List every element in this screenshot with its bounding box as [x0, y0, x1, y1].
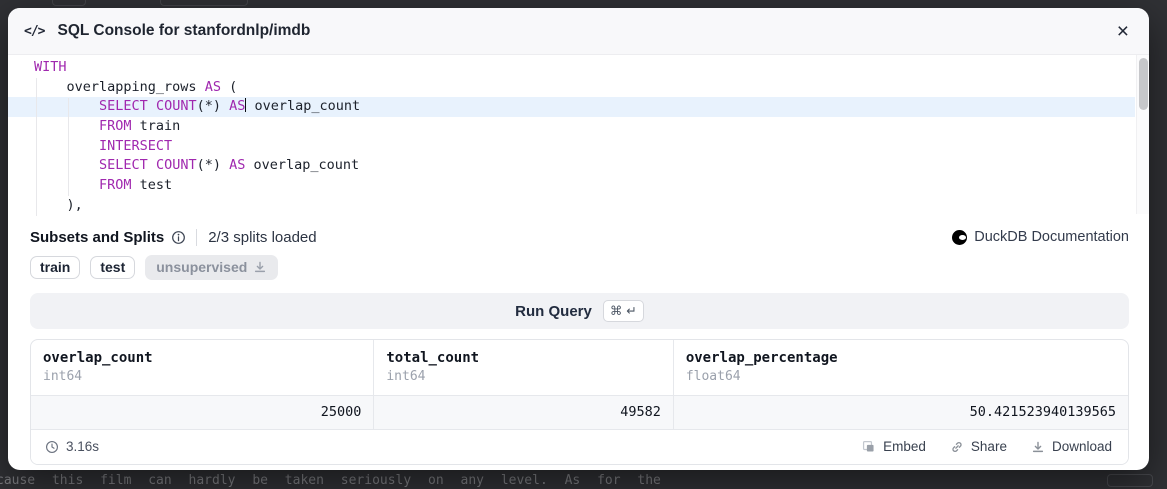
column-header-total_count: total_count int64 — [374, 340, 673, 395]
indent-guide — [68, 98, 69, 196]
sql-editor[interactable]: WITH overlapping_rows AS ( SELECT COUNT(… — [8, 55, 1149, 214]
duckdb-documentation-label: DuckDB Documentation — [974, 229, 1129, 245]
background-fragment — [160, 0, 248, 6]
column-header-overlap_percentage: overlap_percentage float64 — [674, 340, 1128, 395]
keyboard-shortcut-badge: ⌘ ↵ — [603, 300, 644, 322]
download-button[interactable]: Download — [1031, 439, 1112, 454]
code-icon: </> — [24, 24, 44, 39]
indent-guide — [36, 78, 37, 216]
column-type: int64 — [43, 369, 361, 384]
code-line: FROM test — [8, 176, 1135, 196]
split-pills-row: train test unsupervised — [30, 255, 1129, 280]
duckdb-logo-icon — [952, 230, 967, 245]
column-name: total_count — [386, 350, 660, 366]
embed-icon — [862, 440, 876, 454]
code-line: SELECT COUNT(*) AS overlap_count — [8, 97, 1135, 117]
table-data-row: 250004958250.421523940139565 — [31, 395, 1128, 429]
run-query-button[interactable]: Run Query ⌘ ↵ — [30, 293, 1129, 329]
background-dimmed-text: cause this film can hardly be taken seri… — [0, 473, 1056, 488]
close-button[interactable]: × — [1115, 21, 1131, 42]
subsets-title: Subsets and Splits — [30, 229, 164, 246]
split-pill-unsupervised[interactable]: unsupervised — [145, 255, 278, 280]
cell-value: 49582 — [374, 396, 673, 429]
splits-loaded-status: 2/3 splits loaded — [208, 229, 316, 246]
duckdb-documentation-link[interactable]: DuckDB Documentation — [952, 229, 1129, 245]
split-pill-train[interactable]: train — [30, 256, 80, 279]
info-icon[interactable] — [171, 230, 186, 245]
modal-body: Subsets and Splits 2/3 splits loaded Duc… — [8, 214, 1149, 465]
download-icon — [253, 260, 267, 274]
clock-icon — [45, 440, 59, 454]
column-header-overlap_count: overlap_count int64 — [31, 340, 374, 395]
code-line: SELECT COUNT(*) AS overlap_count — [8, 156, 1135, 176]
background-fragment — [52, 0, 86, 6]
embed-button[interactable]: Embed — [862, 439, 926, 454]
code-line: FROM train — [8, 117, 1135, 137]
link-icon — [950, 440, 964, 454]
query-duration: 3.16s — [45, 439, 99, 454]
modal-title: SQL Console for stanfordnlp/imdb — [57, 22, 310, 40]
sql-console-modal: </> SQL Console for stanfordnlp/imdb × W… — [8, 8, 1149, 470]
code-line: overlapping_rows AS ( — [8, 78, 1135, 98]
code-line: WITH — [8, 58, 1135, 78]
table-footer: 3.16s Embed Share Download — [31, 429, 1128, 464]
divider — [196, 229, 197, 246]
result-actions: Embed Share Download — [862, 439, 1112, 454]
share-button[interactable]: Share — [950, 439, 1007, 454]
subsets-header-row: Subsets and Splits 2/3 splits loaded Duc… — [30, 226, 1129, 248]
split-pill-test[interactable]: test — [90, 256, 135, 279]
column-type: float64 — [686, 369, 1116, 384]
results-table: overlap_countint64total_countint64overla… — [30, 339, 1129, 465]
background-fragment — [1107, 474, 1153, 487]
query-duration-value: 3.16s — [66, 439, 99, 454]
editor-scrollbar-thumb[interactable] — [1139, 58, 1148, 110]
column-name: overlap_percentage — [686, 350, 1116, 366]
column-type: int64 — [386, 369, 660, 384]
cell-value: 25000 — [31, 396, 374, 429]
cell-value: 50.421523940139565 — [674, 396, 1128, 429]
column-name: overlap_count — [43, 350, 361, 366]
code-line: INTERSECT — [8, 137, 1135, 157]
modal-header: </> SQL Console for stanfordnlp/imdb × — [8, 8, 1149, 55]
table-header-row: overlap_countint64total_countint64overla… — [31, 340, 1128, 395]
code-line: ), — [8, 196, 1135, 216]
download-icon — [1031, 440, 1045, 454]
run-query-label: Run Query — [515, 303, 592, 320]
editor-scrollbar — [1136, 55, 1149, 214]
